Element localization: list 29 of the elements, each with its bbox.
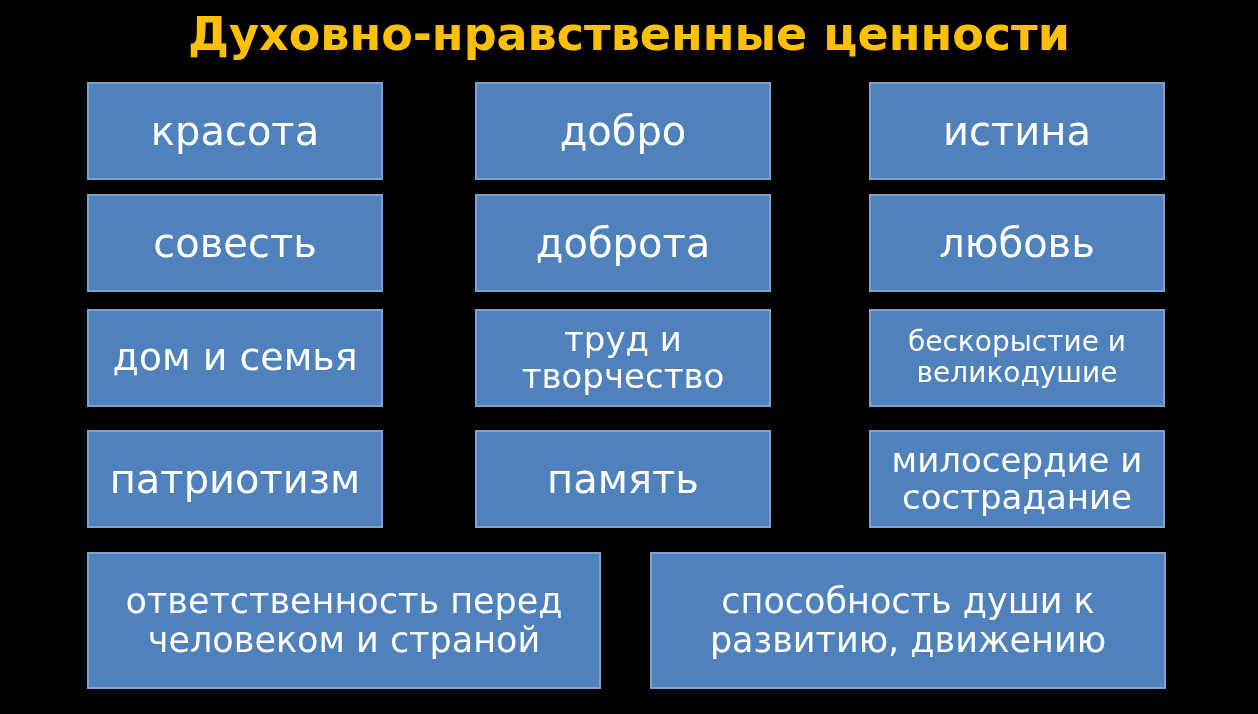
value-box <box>475 430 771 528</box>
value-label: милосердие и сострадание <box>890 441 1144 517</box>
value-label: способность души к развитию, движению <box>708 582 1108 659</box>
value-label: доброта <box>535 221 711 265</box>
value-box <box>869 309 1165 407</box>
value-label: совесть <box>153 221 317 265</box>
value-label: патриотизм <box>109 457 361 501</box>
value-label: любовь <box>939 221 1095 265</box>
value-box <box>869 82 1165 180</box>
value-box <box>650 552 1166 689</box>
value-label: труд и творчество <box>520 320 726 396</box>
value-label: бескорыстие и великодушие <box>906 327 1127 389</box>
value-box <box>87 194 383 292</box>
value-label: память <box>547 457 699 501</box>
value-box <box>869 430 1165 528</box>
value-box <box>475 82 771 180</box>
diagram-title: Духовно-нравственные ценности <box>187 6 1071 63</box>
value-label: красота <box>150 109 320 153</box>
value-label: добро <box>559 109 687 153</box>
value-box <box>869 194 1165 292</box>
value-label: ответственность перед человеком и страной <box>124 582 564 659</box>
value-label: истина <box>943 109 1091 153</box>
value-label: дом и семья <box>112 337 358 379</box>
value-box <box>87 82 383 180</box>
value-box <box>475 309 771 407</box>
value-box <box>475 194 771 292</box>
value-box <box>87 552 601 689</box>
value-box <box>87 309 383 407</box>
value-box <box>87 430 383 528</box>
